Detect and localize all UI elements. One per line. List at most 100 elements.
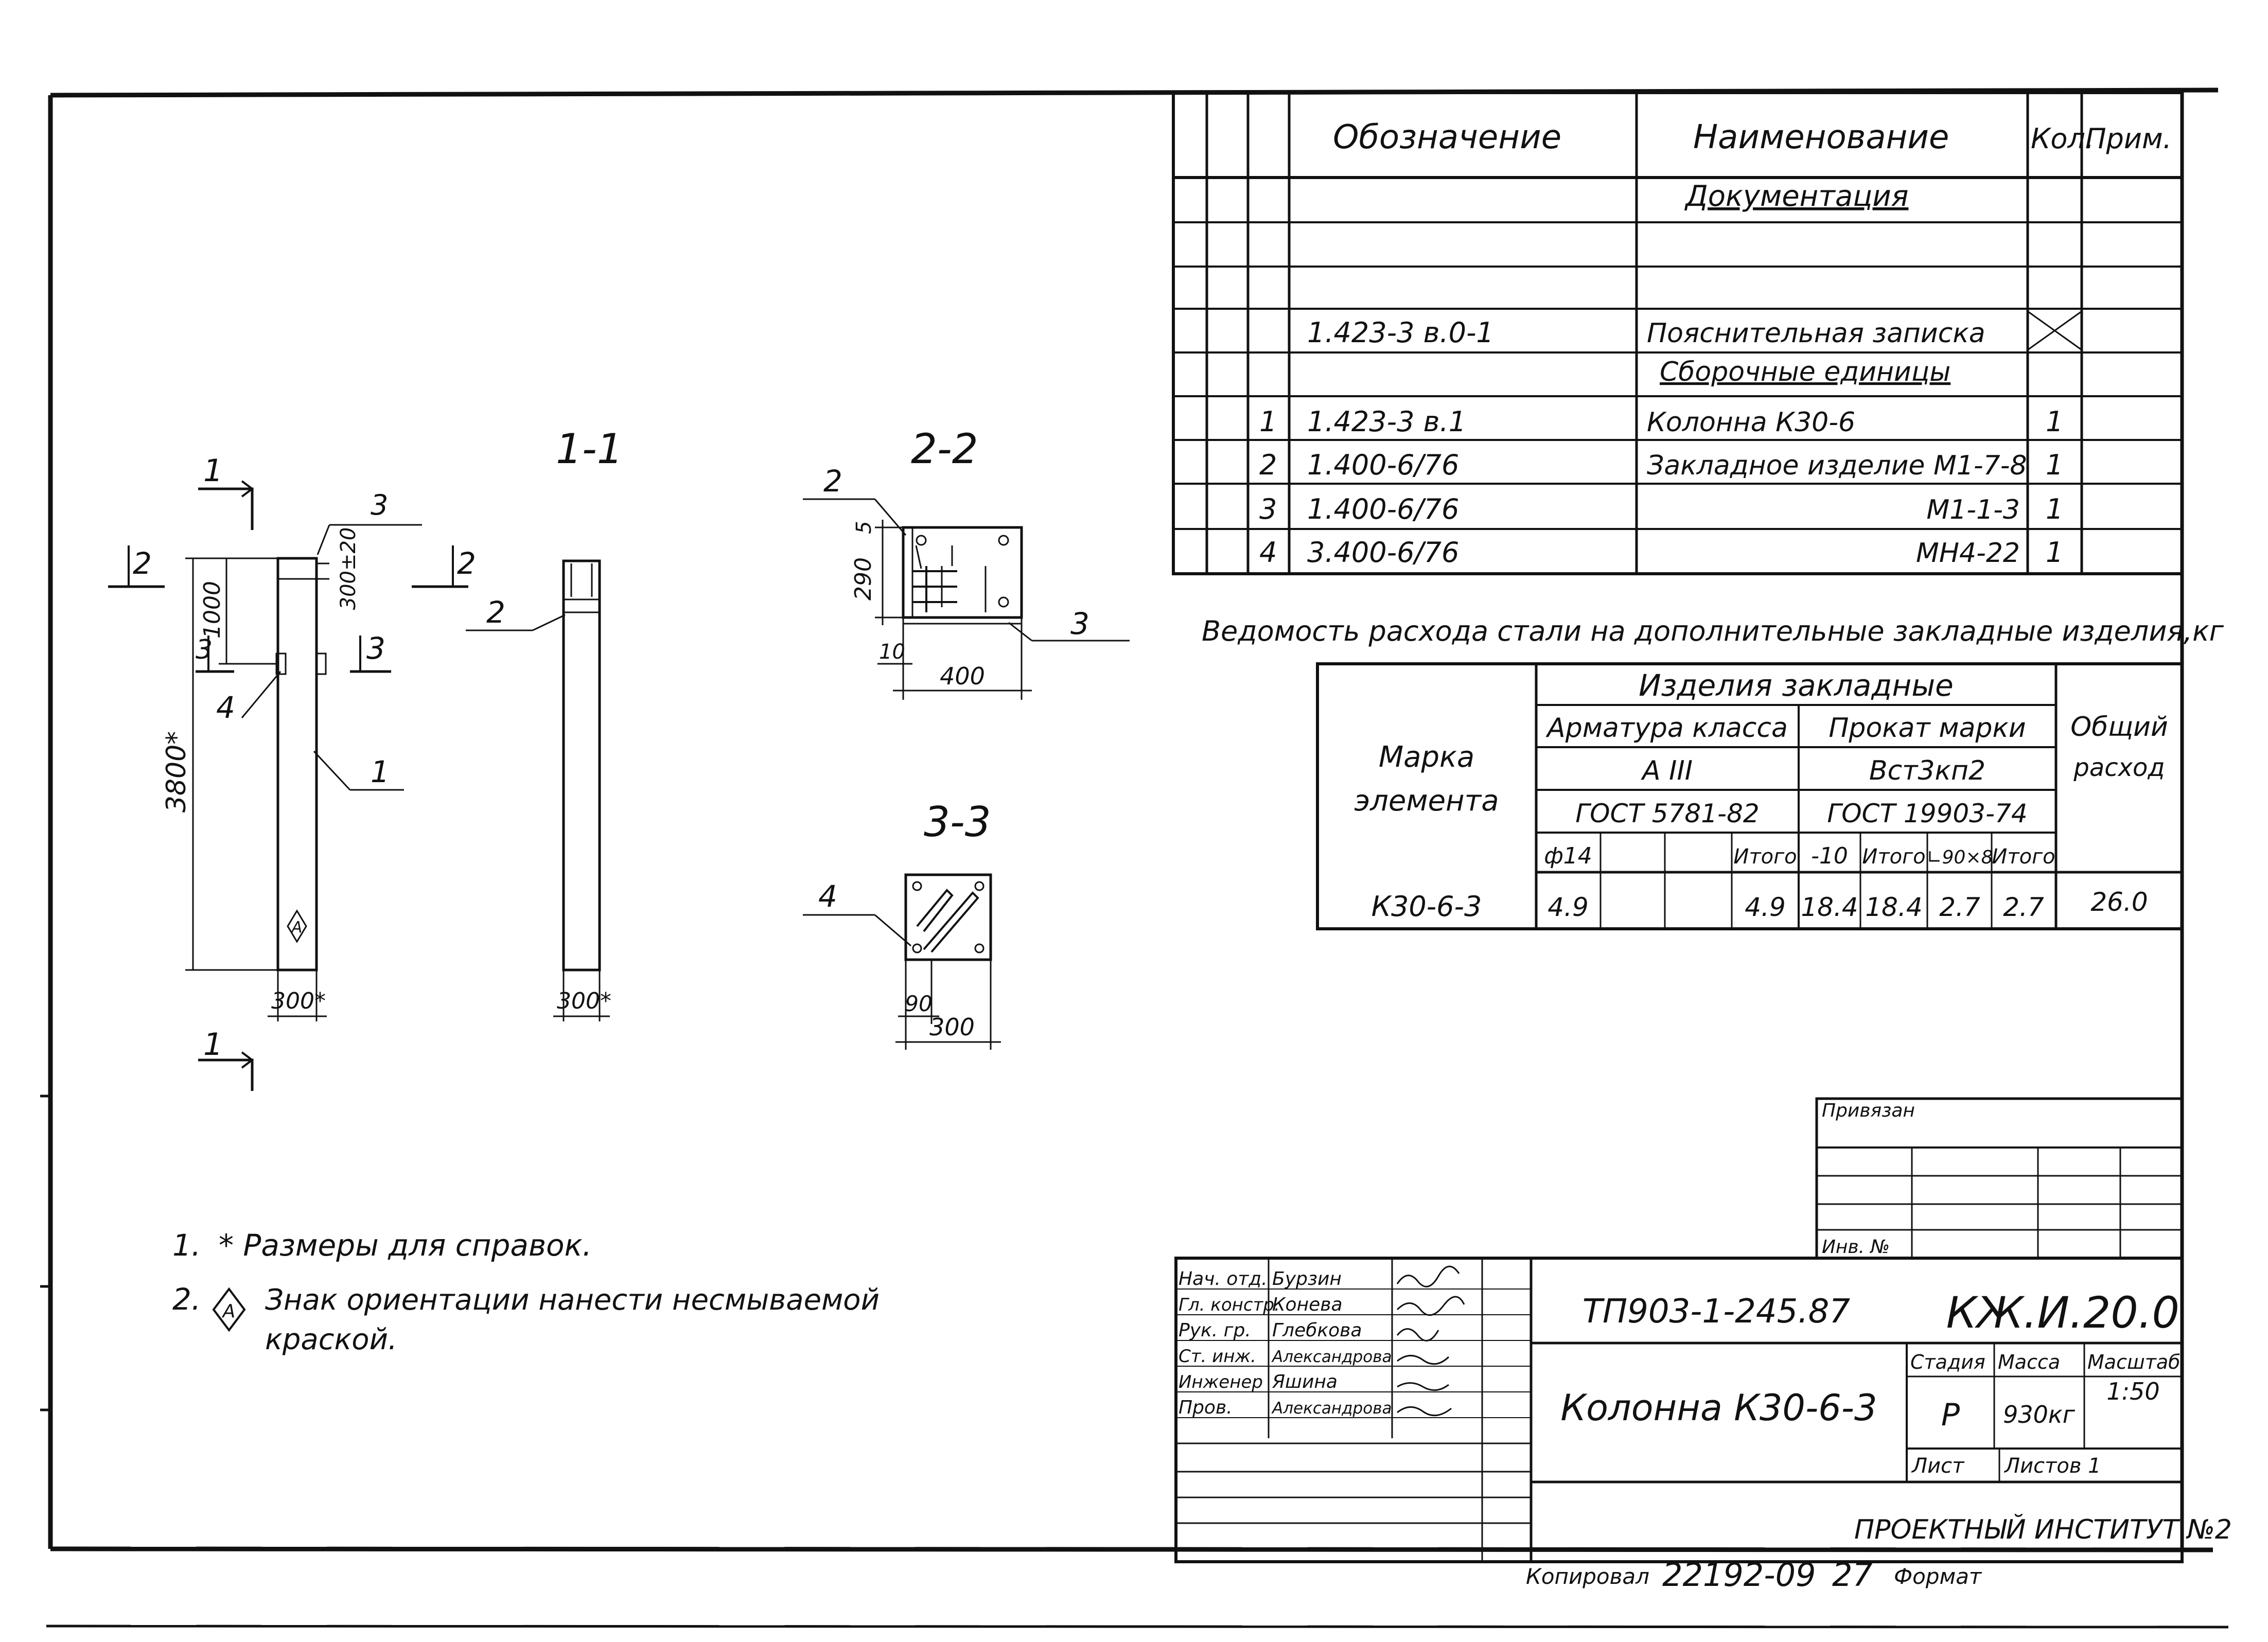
role-1: Нач. отд. xyxy=(1179,1268,1268,1290)
binding-block: Привязан Инв. № xyxy=(1815,1097,2184,1260)
binding-label: Привязан xyxy=(1822,1100,1915,1121)
mass-label: Масса xyxy=(1998,1351,2060,1373)
name-4: Александрова xyxy=(1271,1348,1392,1366)
section-documentation: Документация xyxy=(1684,180,1908,213)
role-3: Рук. гр. xyxy=(1179,1320,1251,1341)
item-2-pos: 2 xyxy=(1259,449,1277,481)
item-4-qty: 1 xyxy=(2046,536,2063,569)
note-2-line-1: Знак ориентации нанести несмываемой xyxy=(265,1283,880,1317)
steel-row-itogo-2: 18.4 xyxy=(1865,892,1922,922)
callout-3-section-2: 3 xyxy=(1070,606,1089,641)
callout-3-elevation: 3 xyxy=(371,489,388,521)
callout-4-elevation: 4 xyxy=(216,690,235,725)
sheet-label: Лист xyxy=(1911,1454,1965,1478)
footer: Копировал 22192-09 27 Формат xyxy=(1526,1556,1982,1594)
steel-rolled-mark: Вст3кп2 xyxy=(1869,755,1985,786)
role-2: Гл. констр. xyxy=(1179,1295,1280,1315)
doc-designation: 1.423-3 в.0-1 xyxy=(1307,316,1494,349)
note-1-number: 1. xyxy=(172,1228,201,1263)
steel-row-mark: К30-6-3 xyxy=(1372,890,1482,923)
dim-3800: 3800* xyxy=(161,731,192,813)
section-2-2-label: 2-2 xyxy=(911,425,978,473)
steel-rebar-class-value: А III xyxy=(1641,755,1693,786)
steel-sub-itogo-3: Итого xyxy=(1992,845,2055,869)
sheets-label: Листов 1 xyxy=(2003,1454,2101,1478)
steel-row-d14: 4.9 xyxy=(1548,892,1589,922)
copied-by-label: Копировал xyxy=(1526,1564,1649,1589)
column-elevation: А 3800* 1000 300±20 300* 1 1 2 2 3 3 xyxy=(108,453,476,1091)
header-qty: Кол. xyxy=(2031,122,2094,155)
item-1-name: Колонна К30-6 xyxy=(1647,407,1855,438)
name-6: Александрова xyxy=(1271,1399,1392,1418)
item-3-qty: 1 xyxy=(2046,493,2063,525)
item-1-qty: 1 xyxy=(2046,405,2063,438)
callout-2-section-1: 2 xyxy=(486,595,505,630)
specification-table: Обозначение Наименование Кол. Прим. Доку… xyxy=(1172,91,2184,575)
steel-sub-m10: -10 xyxy=(1811,843,1848,869)
steel-total-header-2: расход xyxy=(2073,753,2165,782)
dim-5: 5 xyxy=(852,521,876,534)
name-2: Конева xyxy=(1272,1294,1343,1315)
dim-300-elevation: 300* xyxy=(271,988,326,1014)
stage-label: Стадия xyxy=(1910,1351,1985,1373)
steel-row-total: 26.0 xyxy=(2090,887,2148,917)
section-1-1: 1-1 2 300* xyxy=(466,425,623,1021)
item-3-designation: 1.400-6/76 xyxy=(1307,493,1459,525)
steel-total-header-1: Общий xyxy=(2070,712,2168,743)
callout-2-section-2: 2 xyxy=(823,464,842,499)
item-1-pos: 1 xyxy=(1259,405,1277,438)
item-1-designation: 1.423-3 в.1 xyxy=(1307,405,1466,438)
dim-400: 400 xyxy=(940,662,985,690)
section-1-1-label: 1-1 xyxy=(556,425,623,473)
section-3-3-label: 3-3 xyxy=(924,798,991,846)
dim-290: 290 xyxy=(850,557,876,601)
cut-3-left: 3 xyxy=(196,634,213,665)
dim-10: 10 xyxy=(879,640,905,664)
header-name: Наименование xyxy=(1693,118,1949,156)
dim-300-section-3: 300 xyxy=(929,1013,975,1041)
steel-rolled-gost: ГОСТ 19903-74 xyxy=(1827,799,2027,828)
role-6: Пров. xyxy=(1179,1397,1233,1418)
dim-1000: 1000 xyxy=(199,581,225,639)
section-assemblies: Сборочные единицы xyxy=(1660,357,1950,387)
scale-value: 1:50 xyxy=(2106,1378,2159,1405)
item-2-designation: 1.400-6/76 xyxy=(1307,449,1459,481)
title-block: Нач. отд. Гл. констр. Рук. гр. Ст. инж. … xyxy=(1174,1257,2232,1563)
name-3: Глебкова xyxy=(1272,1320,1362,1341)
cut-1-bottom: 1 xyxy=(203,1027,223,1063)
callout-4-section-3: 4 xyxy=(818,879,837,914)
note-2-line-2: краской. xyxy=(265,1323,397,1356)
orientation-mark: А xyxy=(291,919,303,937)
note-2-number: 2. xyxy=(172,1282,201,1317)
section-3-3: 3-3 4 90 300 xyxy=(803,798,1001,1050)
role-4: Ст. инж. xyxy=(1179,1346,1256,1367)
dim-300-section-1: 300* xyxy=(557,988,611,1014)
steel-rebar-gost: ГОСТ 5781-82 xyxy=(1575,799,1759,828)
cut-2-left: 2 xyxy=(133,546,152,581)
note-2-orientation-mark: А xyxy=(222,1301,236,1322)
header-designation: Обозначение xyxy=(1333,118,1561,156)
name-5: Яшина xyxy=(1272,1371,1338,1392)
scale-label: Масштаб xyxy=(2087,1351,2181,1373)
steel-sub-itogo-2: Итого xyxy=(1862,845,1925,869)
steel-row-itogo-3: 2.7 xyxy=(2003,892,2044,922)
cut-1-top: 1 xyxy=(203,453,223,489)
doc-name: Пояснительная записка xyxy=(1647,318,1985,349)
item-4-pos: 4 xyxy=(1259,536,1277,569)
steel-row-itogo-1: 4.9 xyxy=(1745,892,1786,922)
drawing-title: Колонна К30-6-3 xyxy=(1560,1387,1877,1429)
inventory-label: Инв. № xyxy=(1822,1237,1890,1258)
stage-value: Р xyxy=(1941,1397,1960,1433)
steel-rebar-class: Арматура класса xyxy=(1545,713,1788,744)
cut-2-right: 2 xyxy=(457,546,476,581)
dim-90: 90 xyxy=(905,991,932,1016)
organization: ПРОЕКТНЫЙ ИНСТИТУТ №2 xyxy=(1854,1514,2232,1545)
steel-schedule: Ведомость расхода стали на дополнительны… xyxy=(1202,615,2224,930)
item-4-designation: 3.400-6/76 xyxy=(1307,536,1459,569)
sheet-code: КЖ.И.20.0 xyxy=(1946,1287,2179,1338)
steel-mark-header-2: элемента xyxy=(1354,784,1499,818)
note-1-text: * Размеры для справок. xyxy=(219,1228,592,1263)
copy-number: 22192-09 xyxy=(1662,1556,1816,1594)
steel-mark-header-1: Марка xyxy=(1379,740,1474,774)
